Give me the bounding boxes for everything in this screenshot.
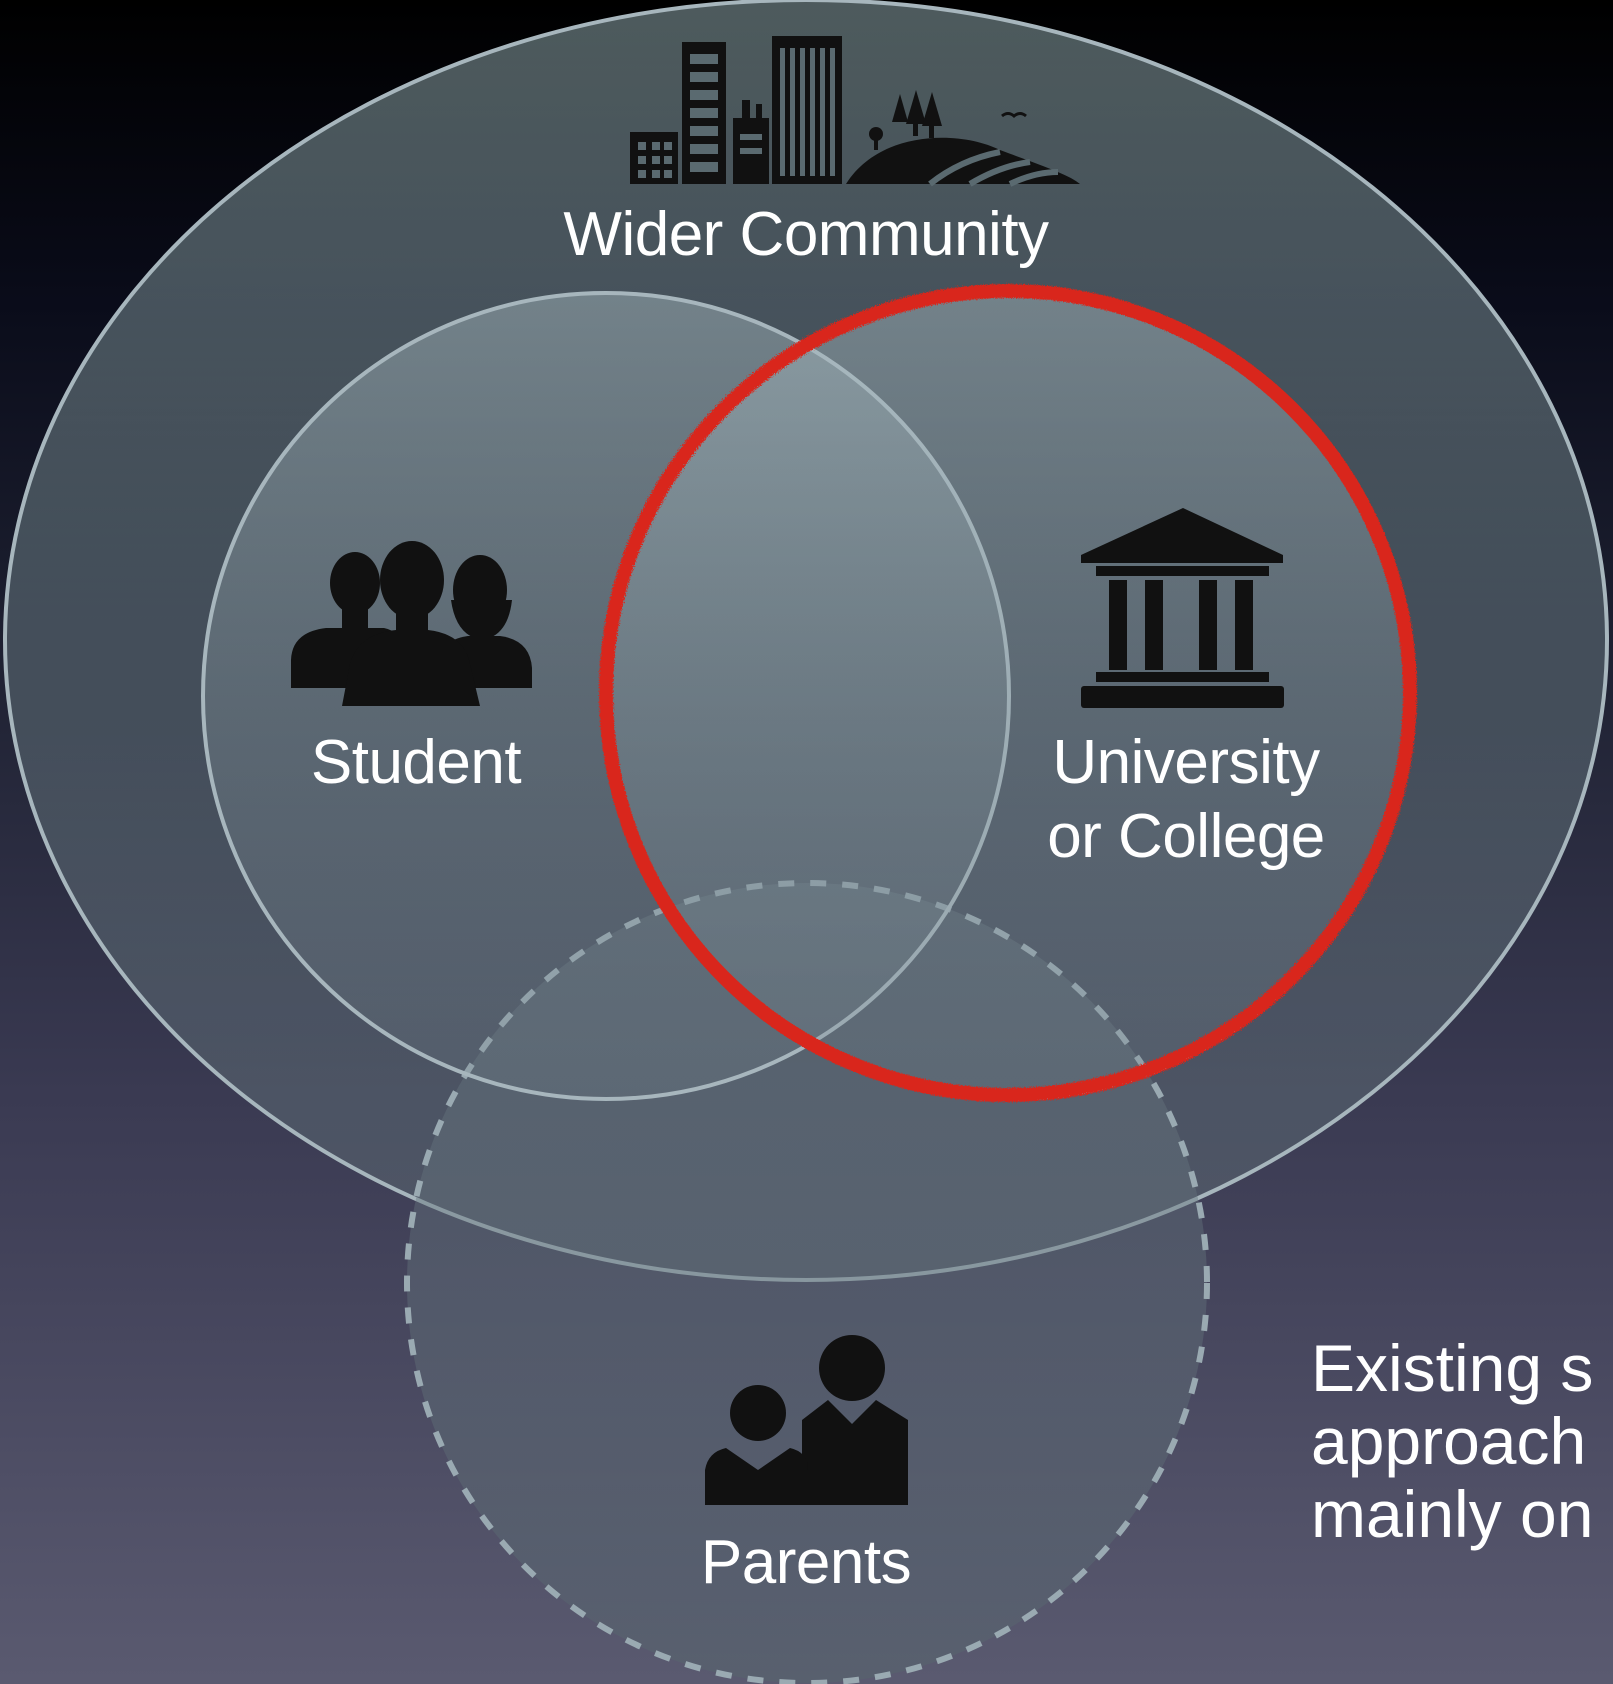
university-label-line-2: or College [1047, 802, 1325, 871]
student-label: Student [310, 728, 522, 797]
wider-community-label: Wider Community [563, 200, 1049, 269]
side-note-line-3: mainly on [1311, 1477, 1594, 1551]
parents-icon [705, 1335, 908, 1505]
side-note-text: Existing s approach mainly on [1311, 1332, 1613, 1592]
side-note-line-2: approach [1311, 1404, 1587, 1478]
city-countryside-icon [630, 36, 1080, 187]
parents-label: Parents [700, 1528, 912, 1597]
university-building-icon [1081, 508, 1284, 708]
student-group-icon [291, 541, 532, 706]
side-note-line-1: Existing s [1311, 1332, 1594, 1405]
university-label: University or College [1006, 726, 1366, 874]
university-label-line-1: University [1052, 728, 1320, 797]
highlight-ring [599, 284, 1417, 1102]
